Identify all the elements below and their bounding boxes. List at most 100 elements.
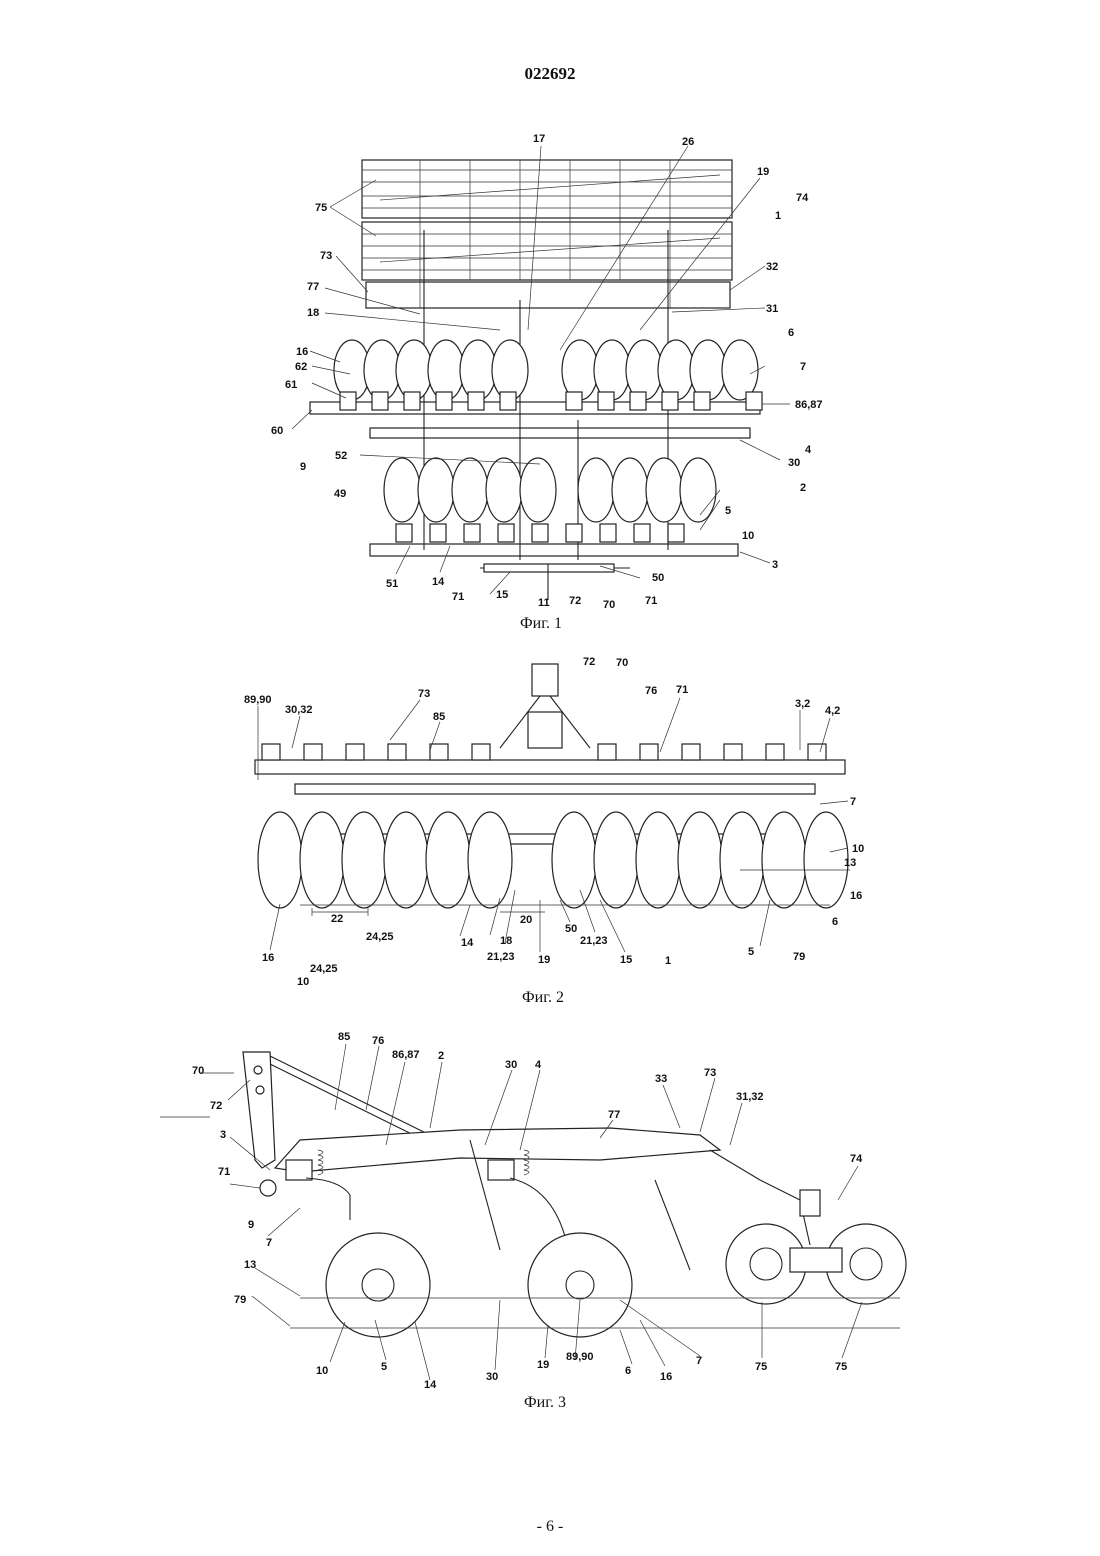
fig3-label: 73 [704, 1067, 716, 1079]
figure-3-caption: Фиг. 3 [524, 1394, 566, 1411]
fig3-label: 7 [266, 1237, 272, 1249]
fig2-label: 70 [616, 657, 628, 669]
fig2-label: 30,32 [285, 704, 313, 716]
fig1-label: 75 [315, 202, 327, 214]
fig3-label: 6 [625, 1365, 631, 1377]
fig3-label: 31,32 [736, 1091, 764, 1103]
fig3-label: 79 [234, 1294, 246, 1306]
fig1-label: 74 [796, 192, 809, 204]
fig3-label: 72 [210, 1100, 222, 1112]
fig3-label: 75 [755, 1361, 767, 1373]
fig1-label: 60 [271, 425, 283, 437]
fig1-label: 70 [603, 599, 615, 611]
fig2-label: 20 [520, 914, 532, 926]
hopper [362, 160, 732, 308]
figure-3-hitch [243, 1052, 440, 1196]
figure-2-hitch [500, 664, 590, 748]
fig2-label: 73 [418, 688, 430, 700]
fig1-label: 18 [307, 307, 319, 319]
fig2-label: 89,90 [244, 694, 272, 706]
fig1-label: 3 [772, 559, 778, 571]
fig1-label: 52 [335, 450, 347, 462]
fig2-label: 85 [433, 711, 445, 723]
fig1-label: 26 [682, 136, 694, 148]
fig3-label: 19 [537, 1359, 549, 1371]
fig1-label: 11 [538, 597, 550, 609]
fig2-label: 21,23 [487, 951, 515, 963]
fig1-label: 71 [645, 595, 657, 607]
figure-3-leaders [228, 1044, 862, 1380]
fig1-label: 19 [757, 166, 769, 178]
fig3-label: 33 [655, 1073, 667, 1085]
fig3-label: 16 [660, 1371, 672, 1383]
fig3-label: 74 [850, 1153, 863, 1165]
fig1-label: 72 [569, 595, 581, 607]
fig1-label: 2 [800, 482, 806, 494]
fig1-label: 6 [788, 327, 794, 339]
fig3-label: 5 [381, 1361, 387, 1373]
fig3-label: 86,87 [392, 1049, 420, 1061]
figure-1-front-discs [334, 340, 762, 410]
figure-1-rear-discs [384, 458, 716, 542]
fig2-label: 24,25 [310, 963, 338, 975]
fig2-label: 16 [850, 890, 862, 902]
fig1-label: 49 [334, 488, 346, 500]
fig2-label: 13 [844, 857, 856, 869]
figure-2-discs [258, 812, 848, 908]
fig3-label: 85 [338, 1031, 350, 1043]
fig3-label: 70 [192, 1065, 204, 1077]
fig1-label: 77 [307, 281, 319, 293]
fig1-label: 86,87 [795, 399, 823, 411]
fig3-label: 14 [424, 1379, 437, 1391]
fig1-label: 4 [805, 444, 812, 456]
fig1-label: 31 [766, 303, 778, 315]
fig3-label: 30 [505, 1059, 517, 1071]
fig2-label: 79 [793, 951, 805, 963]
fig2-label: 71 [676, 684, 688, 696]
fig1-label: 16 [296, 346, 308, 358]
fig1-label: 30 [788, 457, 800, 469]
page-footer: - 6 - [0, 1518, 1100, 1536]
fig1-label: 1 [775, 210, 781, 222]
fig3-label: 71 [218, 1166, 230, 1178]
fig1-label: 10 [742, 530, 754, 542]
fig1-label: 9 [300, 461, 306, 473]
fig2-label: 7 [850, 796, 856, 808]
fig3-label: 2 [438, 1050, 444, 1062]
fig1-label: 71 [452, 591, 464, 603]
fig3-label: 4 [535, 1059, 542, 1071]
fig1-label: 15 [496, 589, 508, 601]
figure-2-caption: Фиг. 2 [522, 989, 564, 1006]
fig3-label: 30 [486, 1371, 498, 1383]
fig1-label: 62 [295, 361, 307, 373]
fig1-label: 7 [800, 361, 806, 373]
fig3-label: 77 [608, 1109, 620, 1121]
fig3-label: 7 [696, 1355, 702, 1367]
fig2-label: 19 [538, 954, 550, 966]
fig2-label: 22 [331, 913, 343, 925]
fig2-label: 5 [748, 946, 754, 958]
fig2-label: 10 [852, 843, 864, 855]
fig1-label: 50 [652, 572, 664, 584]
fig2-label: 76 [645, 685, 657, 697]
fig2-label: 14 [461, 937, 474, 949]
fig2-label: 10 [297, 976, 309, 988]
figure-3-discs [326, 1224, 906, 1337]
fig3-label: 76 [372, 1035, 384, 1047]
fig3-label: 89,90 [566, 1351, 594, 1363]
fig2-label: 4,2 [825, 705, 840, 717]
fig3-label: 75 [835, 1361, 847, 1373]
fig1-label: 14 [432, 576, 445, 588]
fig3-label: 9 [248, 1219, 254, 1231]
fig2-label: 72 [583, 656, 595, 668]
fig1-label: 51 [386, 578, 398, 590]
fig2-label: 21,23 [580, 935, 608, 947]
fig2-label: 24,25 [366, 931, 394, 943]
fig3-label: 13 [244, 1259, 256, 1271]
fig2-label: 16 [262, 952, 274, 964]
fig2-label: 1 [665, 955, 671, 967]
fig3-label: 3 [220, 1129, 226, 1141]
fig1-label: 73 [320, 250, 332, 262]
fig1-label: 32 [766, 261, 778, 273]
